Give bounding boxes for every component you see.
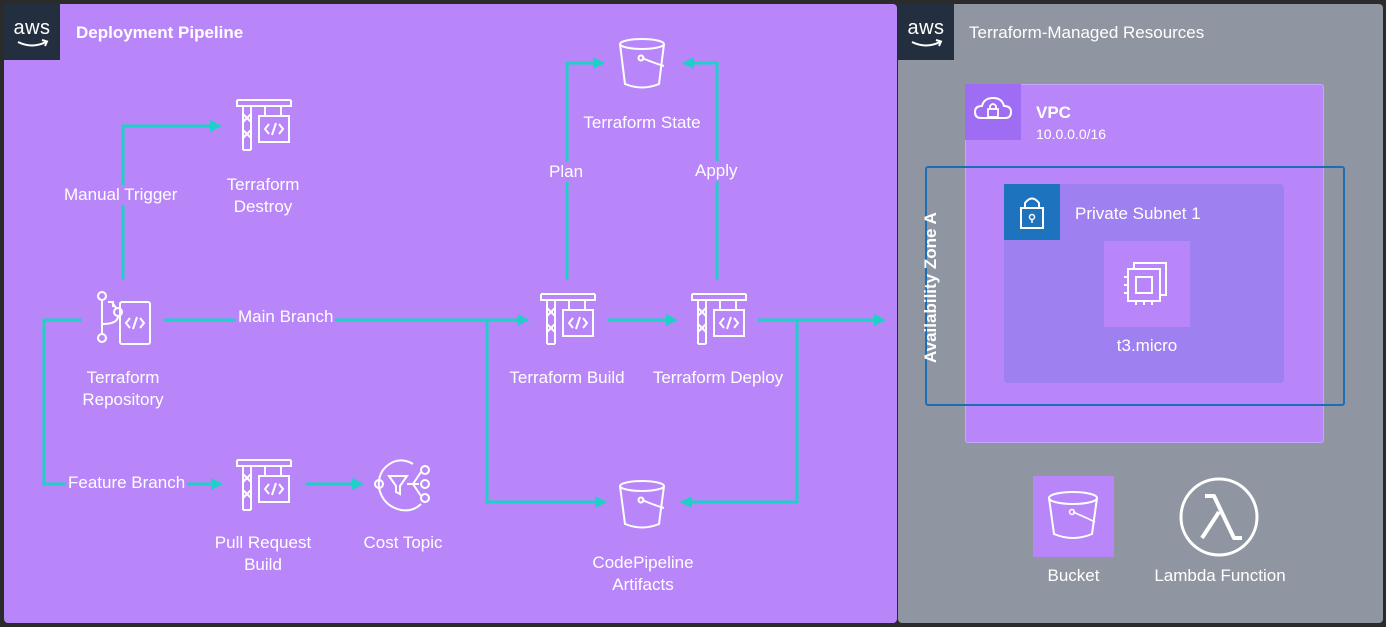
state-label: Terraform State — [583, 113, 701, 132]
aws-logo-text: aws — [907, 17, 945, 39]
s3-bucket-icon — [619, 38, 665, 89]
codebuild-icon — [236, 459, 292, 511]
codebuild-icon — [236, 99, 292, 151]
vpc-cidr: 10.0.0.0/16 — [1036, 126, 1107, 142]
pipeline-title: Deployment Pipeline — [76, 23, 244, 42]
destroy-label-line2: Destroy — [233, 197, 293, 216]
arrow-apply — [682, 57, 719, 280]
repo-label-line1: Terraform — [86, 368, 160, 387]
ec2-chip-icon — [1104, 241, 1190, 327]
aws-logo-icon: aws — [898, 4, 954, 60]
arrow-build-artifacts — [485, 320, 607, 508]
arrow-plan — [565, 57, 605, 280]
edge-label-feature: Feature Branch — [66, 473, 188, 493]
arrow-deploy-artifacts — [680, 320, 799, 508]
s3-bucket-icon — [619, 480, 665, 529]
resources-title: Terraform-Managed Resources — [969, 23, 1205, 42]
deploy-label: Terraform Deploy — [652, 368, 784, 387]
lambda-label: Lambda Function — [1154, 566, 1286, 585]
lock-icon — [1004, 184, 1060, 240]
codebuild-icon — [540, 293, 596, 345]
s3-bucket-icon — [1033, 476, 1114, 557]
edge-label-apply: Apply — [693, 161, 740, 181]
deployment-pipeline-panel — [4, 4, 897, 623]
codebuild-icon — [691, 293, 747, 345]
edge-label-plan: Plan — [547, 162, 586, 182]
arrow-manual-trigger — [121, 120, 222, 280]
artifacts-label-line1: CodePipeline — [592, 553, 694, 572]
destroy-label-line1: Terraform — [226, 175, 300, 194]
bucket-label: Bucket — [1047, 566, 1100, 585]
aws-smile-icon — [17, 39, 49, 47]
edge-label-main: Main Branch — [236, 307, 336, 327]
aws-logo-text: aws — [13, 17, 51, 39]
pr-label-line1: Pull Request — [214, 533, 312, 552]
lambda-icon — [1178, 476, 1260, 558]
codecommit-icon — [97, 291, 151, 345]
aws-logo-icon: aws — [4, 4, 60, 60]
repo-label-line2: Repository — [82, 390, 164, 409]
artifacts-label-line2: Artifacts — [612, 575, 674, 594]
pr-label-line2: Build — [244, 555, 282, 574]
ec2-label: t3.micro — [1116, 336, 1178, 355]
build-label: Terraform Build — [509, 368, 625, 387]
cost-label: Cost Topic — [363, 533, 443, 552]
aws-smile-icon — [911, 39, 943, 47]
vpc-cloud-icon — [965, 84, 1021, 140]
subnet-label: Private Subnet 1 — [1075, 204, 1201, 223]
sns-icon — [374, 459, 430, 512]
availability-zone-container — [925, 166, 1345, 406]
vpc-title: VPC — [1036, 103, 1071, 122]
edge-label-manual: Manual Trigger — [62, 185, 180, 205]
